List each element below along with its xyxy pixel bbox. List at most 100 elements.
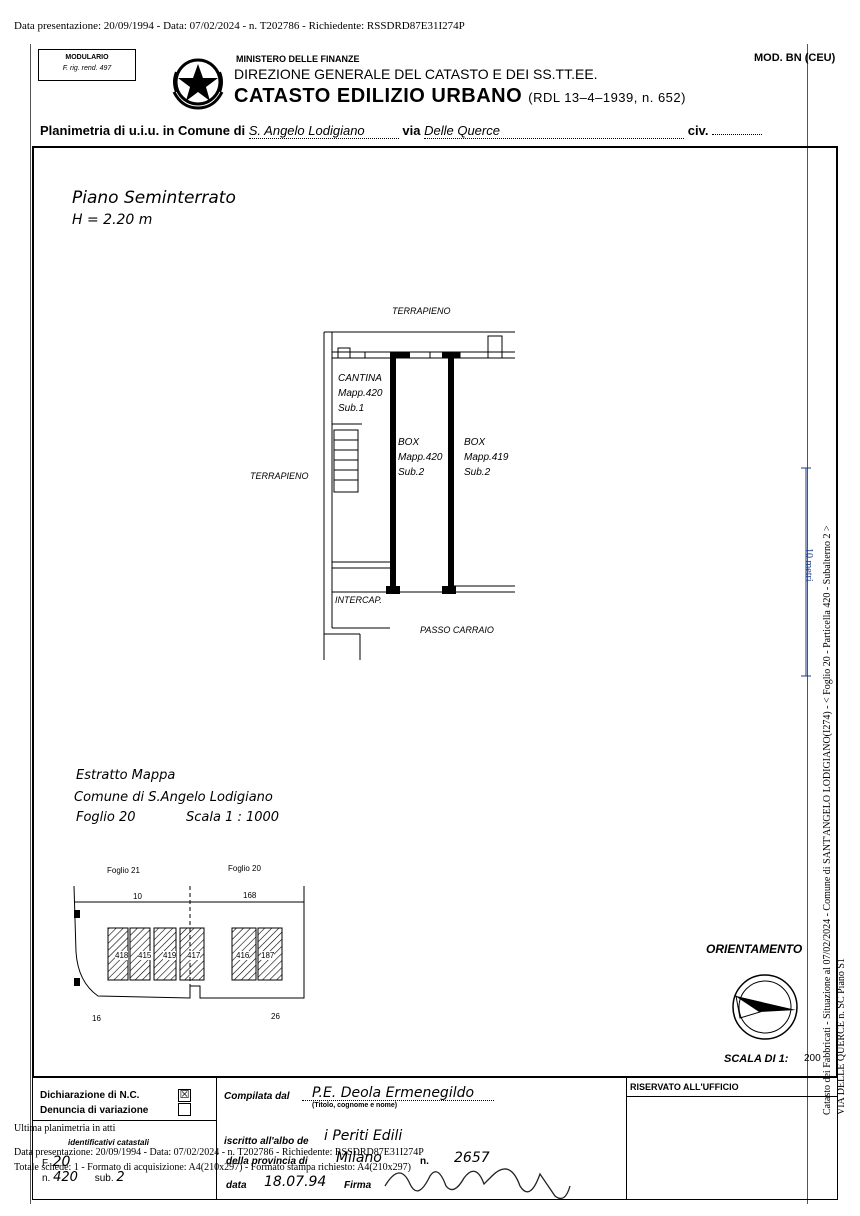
- denuncia-checkbox[interactable]: [178, 1103, 191, 1116]
- sub-label: sub.: [94, 1173, 114, 1184]
- foglio-label: F.: [42, 1158, 50, 1169]
- box2-sub: Sub.2: [464, 467, 491, 478]
- via-field: Delle Querce: [424, 123, 685, 139]
- terrapieno-top: TERRAPIENO: [392, 306, 451, 316]
- cantina-mapp: Mapp.420: [338, 388, 383, 399]
- estratto-foglio: Foglio 20: [76, 810, 136, 825]
- provincia-label: della provincia di: [226, 1156, 308, 1167]
- floor-plan: [323, 331, 515, 660]
- floor-height: H = 2.20 m: [72, 212, 153, 228]
- planimetria-row: Planimetria di u.i.u. in Comune di S. An…: [40, 123, 830, 139]
- direction-name: DIREZIONE GENERALE DEL CATASTO E DEI SS.…: [234, 66, 598, 82]
- provincia-value: Milano: [336, 1150, 382, 1166]
- box1-mapp: Mapp.420: [398, 452, 443, 463]
- comune-field: S. Angelo Lodigiano: [248, 123, 399, 139]
- map-foglio20: Foglio 20: [228, 864, 261, 873]
- catasto-name: CATASTO EDILIZIO URBANO: [234, 85, 523, 107]
- foglio-value: 20: [52, 1154, 71, 1170]
- side-address-line: VIA DELLE QUERCE n. SC Piano S1: [836, 958, 847, 1115]
- modulario-box: MODULARIO F. rig. rend. 497: [38, 49, 136, 81]
- ministry-name: MINISTERO DELLE FINANZE: [236, 54, 360, 64]
- cantina-sub: Sub.1: [338, 403, 365, 414]
- terrapieno-left: TERRAPIENO: [250, 471, 309, 481]
- map-n26: 26: [271, 1012, 280, 1021]
- albo-n-value: 2657: [454, 1150, 490, 1166]
- map-n10: 10: [133, 892, 142, 901]
- riservato-label: RISERVATO ALL'UFFICIO: [630, 1082, 739, 1092]
- modulario-label: MODULARIO: [65, 54, 109, 61]
- orientamento-label: ORIENTAMENTO: [706, 942, 803, 956]
- compilata-label: Compilata dal: [224, 1091, 290, 1102]
- planimetria-label: Planimetria di u.i.u. in Comune di: [40, 123, 246, 138]
- box2-title: BOX: [464, 437, 486, 448]
- iscritto-label: iscritto all'albo de: [224, 1136, 309, 1147]
- titolo-note: (Titolo, cognome e nome): [312, 1102, 398, 1109]
- civ-field: [712, 134, 763, 135]
- top-note: Data presentazione: 20/09/1994 - Data: 0…: [14, 20, 465, 32]
- foglio-field: F. 20: [42, 1154, 70, 1170]
- box2-mapp: Mapp.419: [464, 452, 509, 463]
- map-excerpt: [73, 885, 305, 999]
- compass-icon: [732, 974, 798, 1040]
- rdl-reference: (RDL 13–4–1939, n. 652): [528, 90, 686, 105]
- map-n168: 168: [243, 891, 257, 900]
- outer-frame: [30, 44, 808, 1204]
- map-p419: 419: [163, 951, 177, 960]
- sub-value: 2: [116, 1170, 125, 1185]
- mod-code: MOD. BN (CEU): [754, 52, 836, 64]
- identificativi-label: identificativi catastali: [68, 1138, 149, 1147]
- cantina-title: CANTINA: [338, 373, 382, 384]
- map-p415: 415: [138, 951, 152, 960]
- albo-n-label: n.: [420, 1156, 429, 1167]
- ultima-overlay: Ultima planimetria in atti: [14, 1123, 116, 1134]
- scale-bar: [801, 467, 811, 677]
- estratto-title: Estratto Mappa: [76, 768, 176, 783]
- scala-value: 200: [804, 1053, 821, 1064]
- dichiarazione-checkbox[interactable]: ☒: [178, 1089, 191, 1102]
- floor-name: Piano Seminterrato: [72, 188, 236, 208]
- map-p418: 418: [115, 951, 129, 960]
- firma-label: Firma: [344, 1180, 372, 1191]
- bottom-divider-2: [626, 1078, 627, 1200]
- modulario-sub: F. rig. rend. 497: [62, 65, 112, 72]
- signature: [384, 1168, 571, 1200]
- passo-carraio-label: PASSO CARRAIO: [420, 625, 494, 635]
- bottom-form: [32, 1078, 838, 1200]
- estratto-comune: Comune di S.Angelo Lodigiano: [74, 790, 273, 805]
- data-label: data: [226, 1180, 247, 1191]
- scale-bar-label: 10 metri: [803, 548, 814, 582]
- catasto-title: CATASTO EDILIZIO URBANO (RDL 13–4–1939, …: [234, 85, 686, 108]
- box2-label: BOX Mapp.419 Sub.2: [464, 435, 508, 480]
- side-cadastral-line: Catasto dei Fabbricati - Situazione al 0…: [822, 525, 833, 1115]
- bottom-divider-1: [216, 1078, 217, 1200]
- n-field: n. 420 sub. 2: [42, 1170, 125, 1185]
- intercap-label: INTERCAP.: [335, 595, 382, 605]
- drawing-area: [32, 146, 838, 1078]
- map-p416: 416: [236, 951, 250, 960]
- map-n16: 16: [92, 1014, 101, 1023]
- map-p417: 417: [187, 951, 201, 960]
- box1-title: BOX: [398, 437, 420, 448]
- via-label: via: [402, 123, 421, 138]
- riservato-line: [626, 1096, 838, 1097]
- dichiarazione-label: Dichiarazione di N.C.: [40, 1090, 140, 1101]
- republic-seal-icon: [172, 58, 224, 110]
- estratto-scala: Scala 1 : 1000: [186, 810, 280, 825]
- cantina-label: CANTINA Mapp.420 Sub.1: [338, 371, 382, 416]
- data-overlay: Data presentazione: 20/09/1994 - Data: 0…: [14, 1147, 424, 1158]
- box1-label: BOX Mapp.420 Sub.2: [398, 435, 442, 480]
- box1-sub: Sub.2: [398, 467, 425, 478]
- n-value: 420: [53, 1170, 78, 1185]
- map-foglio21: Foglio 21: [107, 866, 140, 875]
- compilata-value: P.E. Deola Ermenegildo: [312, 1085, 475, 1101]
- data-value: 18.07.94: [264, 1174, 327, 1190]
- identificativi-line: [32, 1120, 216, 1121]
- totale-overlay: Totale schede: 1 - Formato di acquisizio…: [14, 1162, 411, 1173]
- denuncia-label: Denuncia di variazione: [40, 1105, 149, 1116]
- iscritto-value: i Periti Edili: [324, 1128, 403, 1144]
- n-label: n.: [42, 1173, 51, 1184]
- civ-label: civ.: [687, 123, 709, 138]
- scala-label: SCALA DI 1:: [724, 1053, 789, 1065]
- compilata-dots: [302, 1100, 494, 1101]
- map-p187: 187: [261, 951, 275, 960]
